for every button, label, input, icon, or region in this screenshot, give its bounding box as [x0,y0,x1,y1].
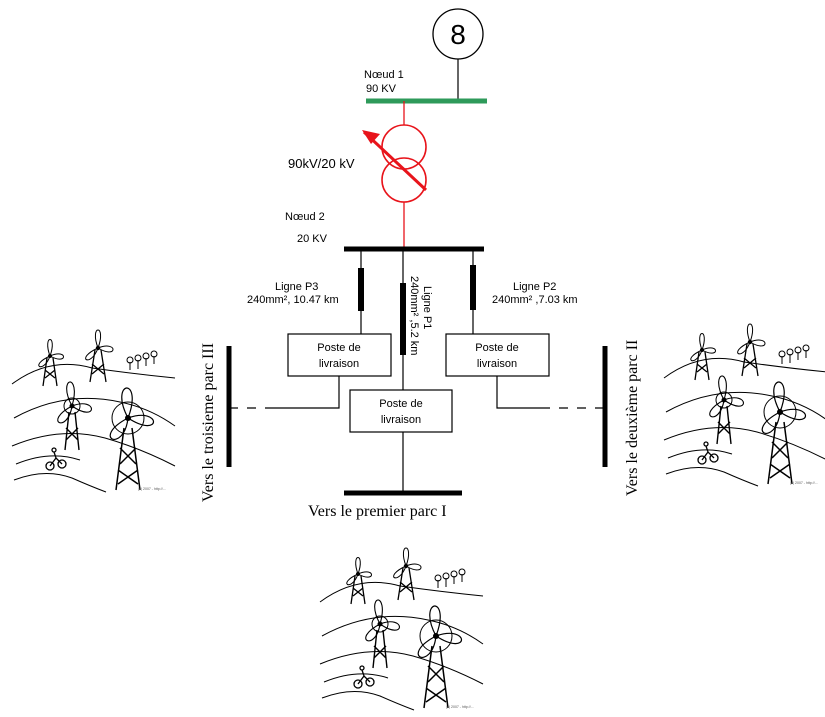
transformer-winding-secondary [381,157,427,203]
transformer-arrow-head [362,130,380,144]
connector-right-solid [496,376,541,409]
poste-right-box [445,333,550,377]
line-p2-name: Ligne P2 [513,281,556,293]
cable-p3 [358,268,364,311]
transformer: 90kV/20 kV [288,101,428,248]
line-p3-spec: 240mm², 10.47 km [247,294,339,306]
node1-voltage: 90 KV [366,83,397,95]
connector-left-solid [274,376,340,409]
connector-left [231,376,340,409]
connector-right [496,376,604,409]
cable-p2 [470,265,476,310]
node1-name: Nœud 1 [364,69,404,81]
line-p3: Ligne P3 240mm², 10.47 km [247,249,364,334]
parc2-label: Vers le deuxième parc II [624,340,641,496]
poste-right: Poste de livraison [445,333,550,377]
poste-center-box [349,389,453,433]
node1-busbar: Nœud 1 90 KV [364,69,487,104]
poste-right-line2: livraison [477,358,517,370]
transformer-arrow-shaft [362,130,428,192]
node2-voltage: 20 KV [297,233,328,245]
transformer-winding-primary [381,124,427,170]
transformer-label: 90kV/20 kV [288,156,355,171]
node2-busbar: Nœud 2 20 KV [285,211,484,252]
poste-left-line2: livraison [319,358,359,370]
poste-center-line2: livraison [381,414,421,426]
generator: 8 [432,8,484,101]
wind-farm-sketch-icon [319,547,484,711]
line-p1-name: Ligne P1 [421,286,433,329]
cable-p1 [400,283,406,355]
poste-right-line1: Poste de [475,342,518,354]
poste-left: Poste de livraison [287,333,392,377]
wind-farm-sketch-icon [11,329,176,493]
poste-center: Poste de livraison [349,389,453,433]
line-p2: Ligne P2 240mm² ,7.03 km [470,249,578,334]
line-p3-name: Ligne P3 [275,281,318,293]
poste-left-line1: Poste de [317,342,360,354]
line-p2-spec: 240mm² ,7.03 km [492,294,578,306]
generator-icon: 8 [450,19,466,50]
wind-farm-sketch-icon [663,323,825,487]
line-p1-spec: 240mm² ,5.2 km [408,276,420,355]
node2-name: Nœud 2 [285,211,325,223]
line-p1: Ligne P1 240mm² ,5.2 km [400,249,433,390]
poste-center-line1: Poste de [379,398,422,410]
poste-left-box [287,333,392,377]
parc1-label: Vers le premier parc I [308,503,447,520]
parc3-label: Vers le troisieme parc III [200,343,217,502]
